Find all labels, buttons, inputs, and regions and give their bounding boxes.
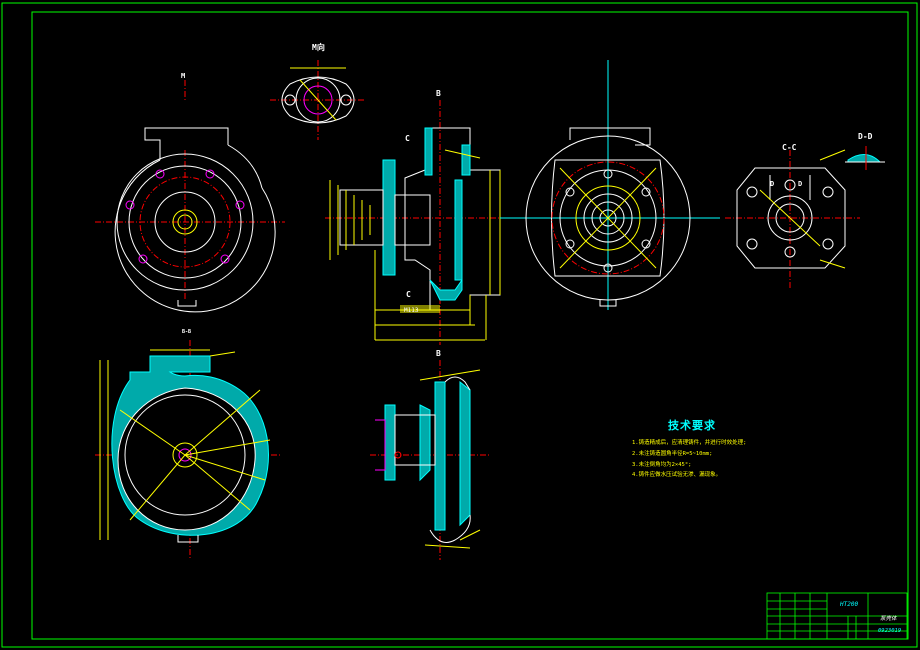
m-mark-label: M [181, 72, 186, 80]
volute-section-view [95, 340, 280, 560]
dd-label: D-D [858, 132, 873, 141]
half-section-view [370, 360, 490, 560]
m-flange-view [270, 60, 365, 140]
section-view [325, 100, 501, 345]
tech-req-item-3: 3.未注倒角均为2×45°; [632, 462, 692, 468]
title-block-frame [766, 592, 908, 640]
front-view [95, 80, 285, 313]
c-top-label: C [405, 134, 410, 143]
title-block-name: 泵壳体 [880, 616, 897, 622]
dd-detail [845, 146, 885, 170]
inner-frame [31, 11, 909, 640]
bb-label: B-B [182, 329, 192, 335]
tech-req-title: 技术要求 [668, 419, 716, 432]
title-block-code: 0923019 [878, 628, 902, 634]
c-bottom-label: C [406, 290, 411, 299]
b-bottom-label: B [436, 349, 441, 358]
title-block-material: HT200 [840, 601, 859, 608]
cc-section-view [725, 149, 860, 290]
d-right-label: D [798, 180, 803, 188]
side-view [500, 60, 720, 310]
tech-req-item-2: 2.未注铸造圆角半径R=5~10mm; [632, 451, 713, 457]
d-left-label: D [770, 180, 775, 188]
cc-label: C-C [782, 143, 797, 152]
tech-req-item-1: 1.铸造精成后，应清理铸件，并进行时效处理; [632, 440, 747, 446]
callout-label: M113 [404, 307, 419, 314]
tech-req-item-4: 4.铸件应做水压试验无渗、漏现象。 [632, 472, 722, 478]
m-direction-label: M向 [312, 43, 325, 52]
b-top-label: B [436, 89, 441, 98]
